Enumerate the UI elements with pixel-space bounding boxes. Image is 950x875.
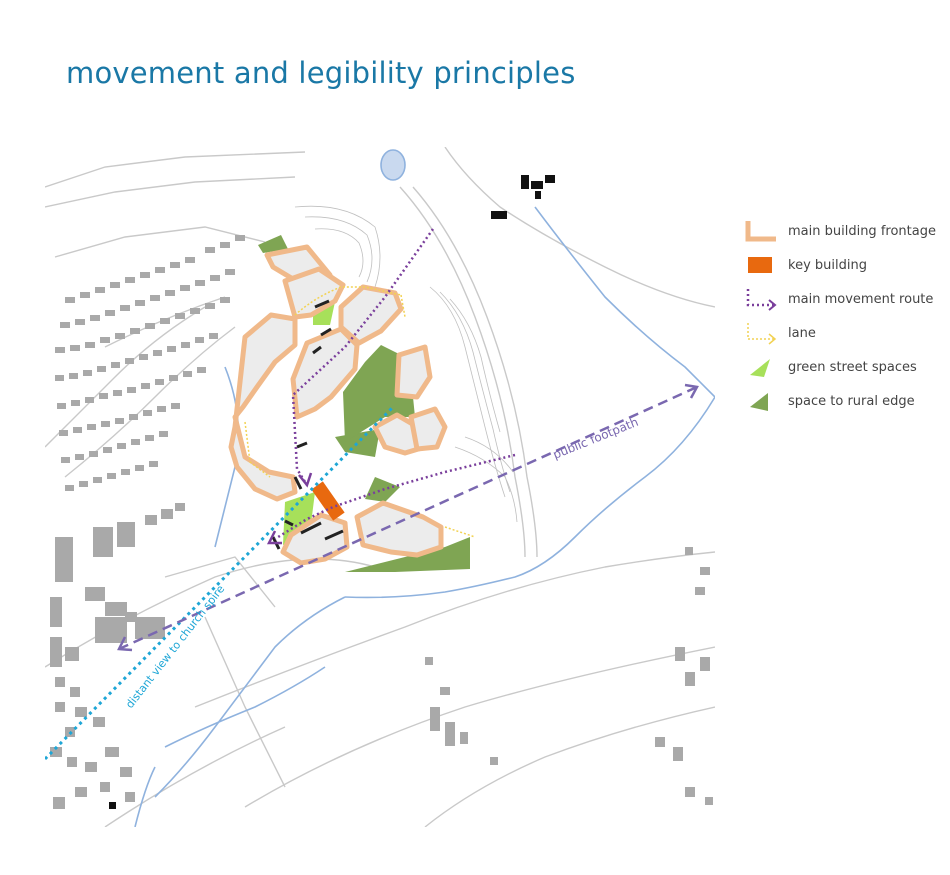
existing-buildings: [50, 235, 713, 809]
green-street-icon: [750, 359, 770, 377]
lanes: [244, 286, 476, 538]
legend-label-lane: lane: [788, 325, 816, 341]
lane-icon: [747, 323, 777, 345]
legend-item-rural-edge: space to rural edge: [744, 384, 944, 418]
key-building: [311, 481, 345, 521]
legend-item-green-street: green street spaces: [744, 350, 944, 384]
public-footpath: [117, 383, 699, 652]
site-map: public footpath distant view to church s…: [45, 147, 715, 827]
landmark-buildings: [109, 175, 555, 809]
road-network: [45, 147, 715, 827]
development-blocks: [228, 244, 448, 566]
legend: main building frontage key building main…: [744, 214, 944, 418]
legend-label-movement: main movement route: [788, 291, 934, 307]
legend-label-rural-edge: space to rural edge: [788, 393, 915, 409]
legend-item-lane: lane: [744, 316, 944, 350]
legend-item-movement: main movement route: [744, 282, 944, 316]
page-title: movement and legibility principles: [66, 56, 576, 90]
main-movement-routes: [274, 228, 516, 541]
view-line: [45, 405, 395, 761]
frontage-icon: [745, 221, 776, 242]
legend-item-frontage: main building frontage: [744, 214, 944, 248]
movement-route-icon: [746, 289, 777, 311]
legend-label-frontage: main building frontage: [788, 223, 936, 239]
new-building-footprints: [271, 299, 344, 550]
legend-item-key-building: key building: [744, 248, 944, 282]
movement-arrowheads: [266, 472, 313, 545]
rural-edge-icon: [750, 393, 768, 411]
key-building-icon: [748, 257, 772, 273]
contour-lines: [294, 205, 518, 523]
legend-label-green-street: green street spaces: [788, 359, 917, 375]
legend-label-key-building: key building: [788, 257, 867, 273]
